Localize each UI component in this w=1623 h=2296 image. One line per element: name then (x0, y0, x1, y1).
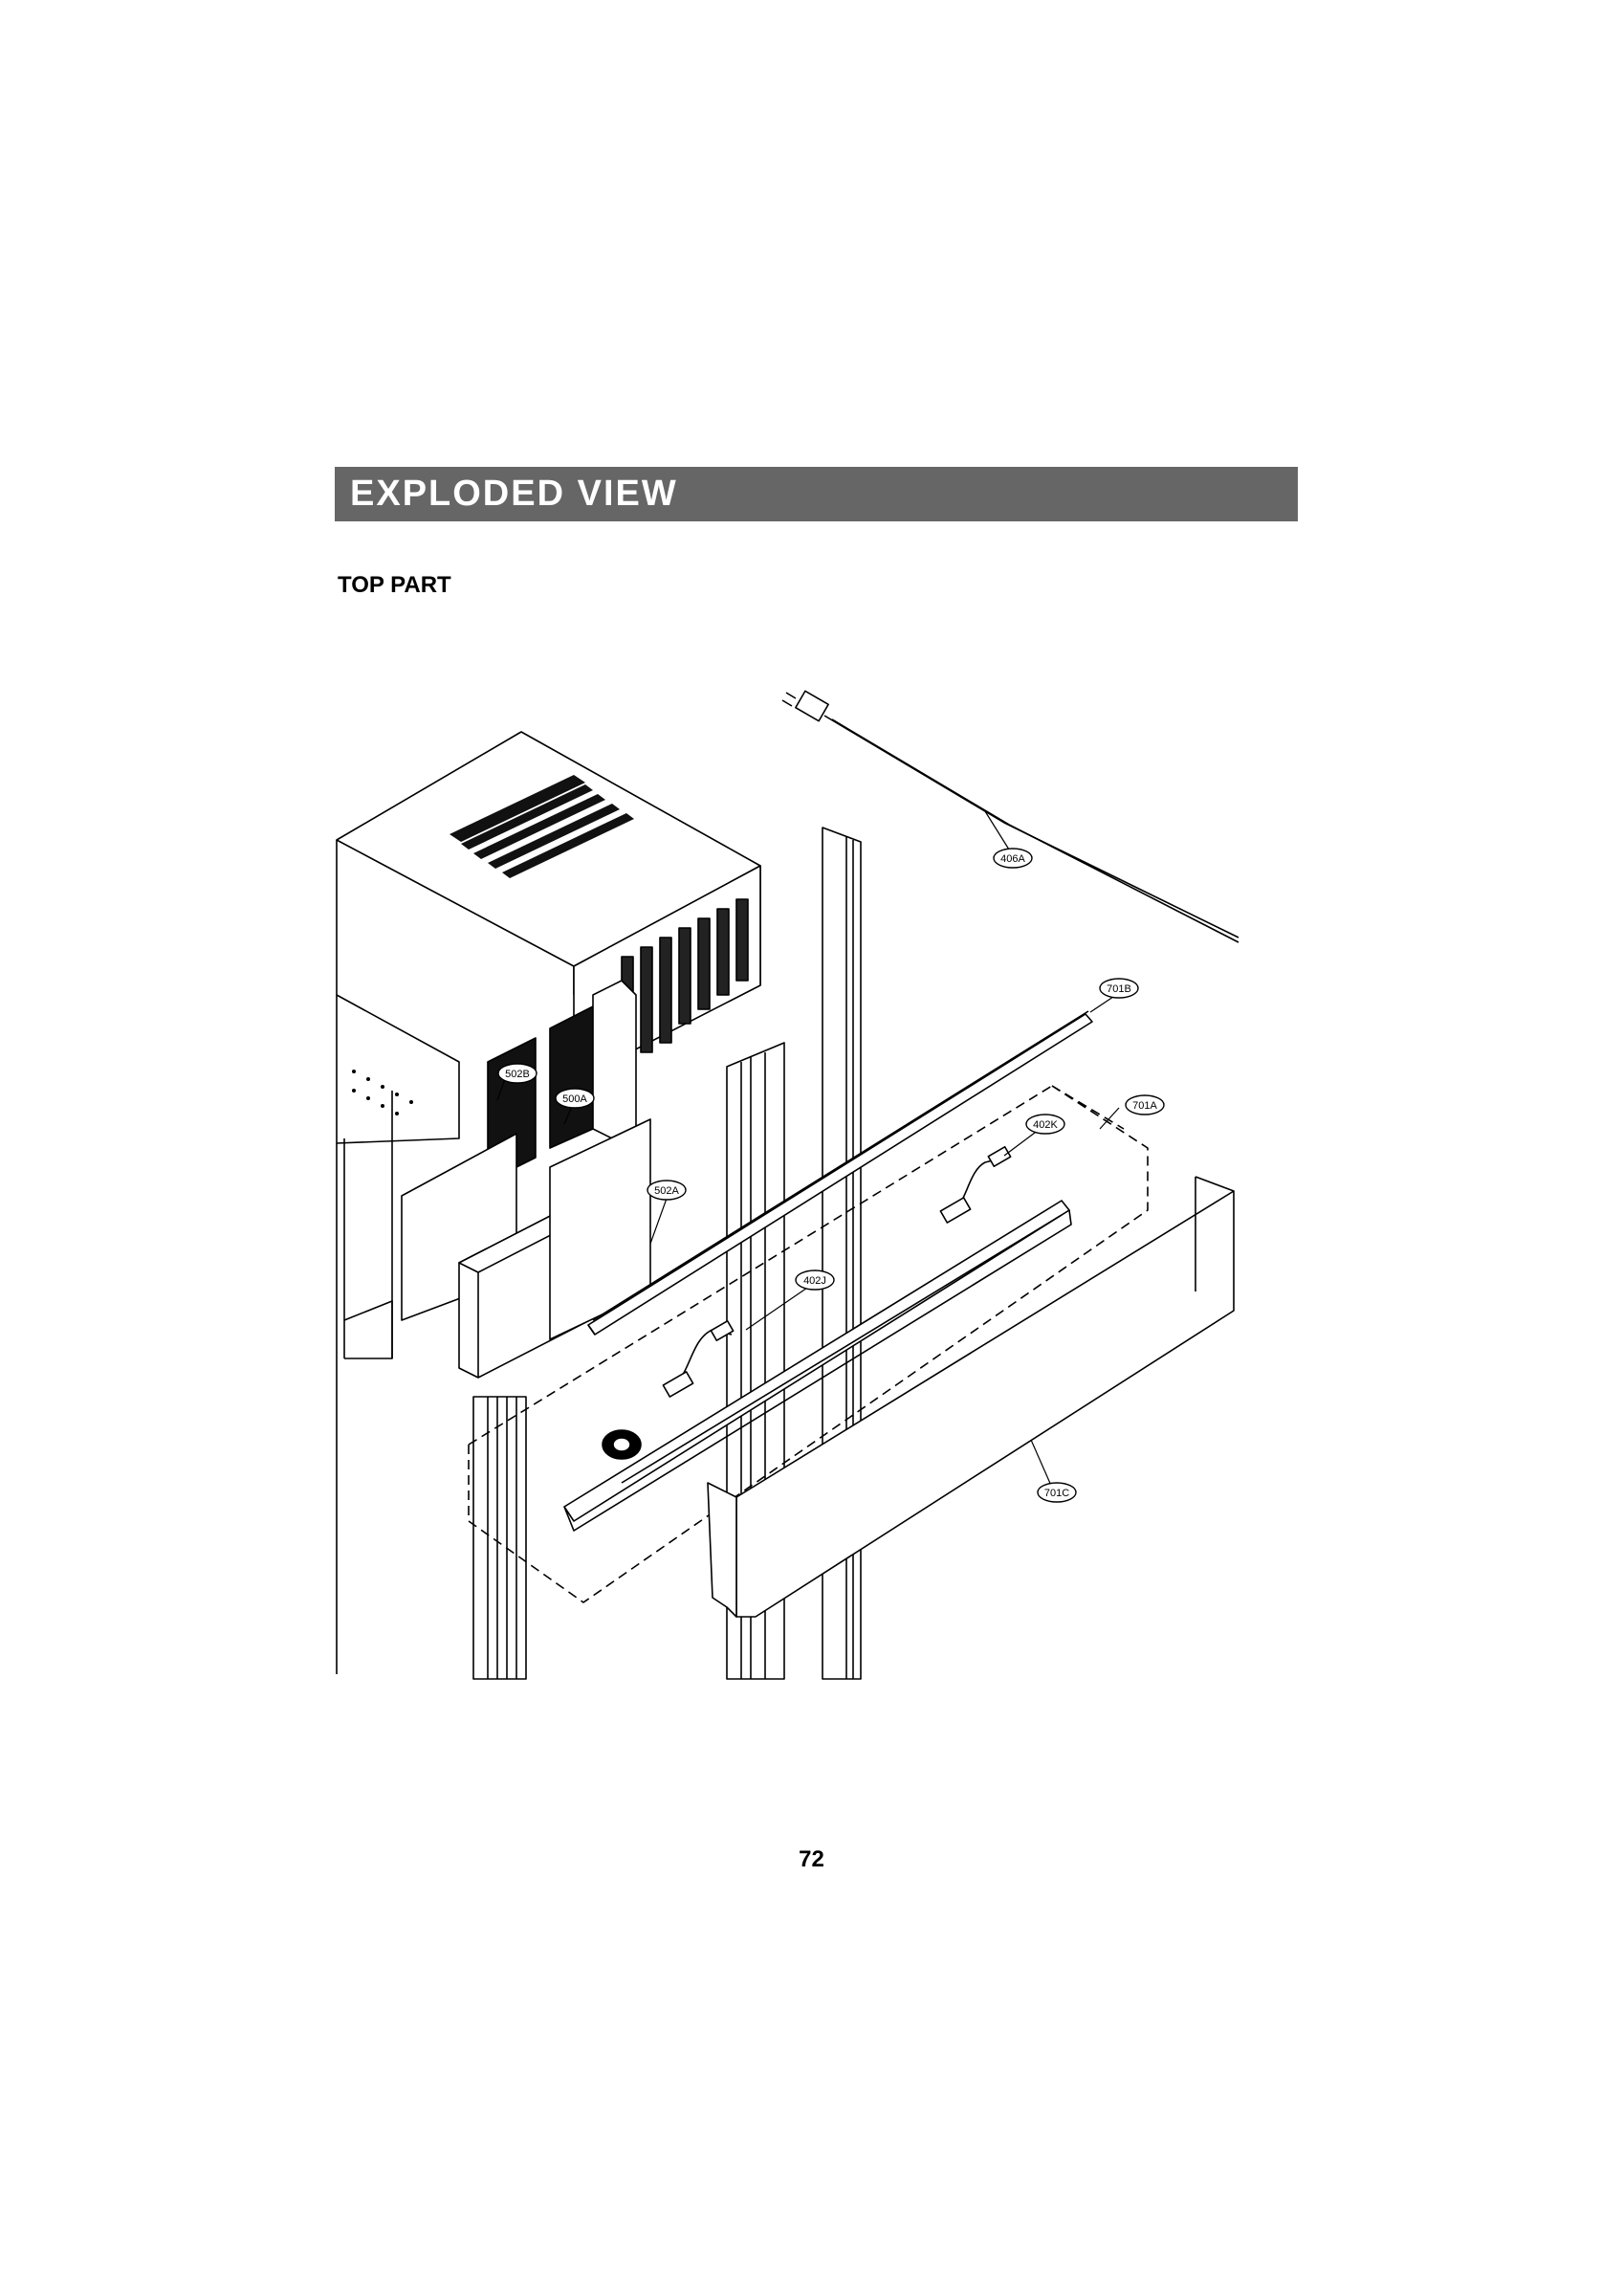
callout-leaders (496, 810, 1120, 1489)
part-402J-cable (662, 1320, 735, 1398)
callout-406A: 406A (1000, 853, 1025, 865)
part-402K-cable (939, 1146, 1012, 1224)
top-vent-slots (450, 775, 634, 878)
part-701C-front-trim (707, 1176, 1235, 1618)
inner-mounting-bracket (563, 1200, 1072, 1532)
page-title: EXPLODED VIEW (350, 474, 678, 514)
assembly-outline (468, 1085, 1149, 1603)
callout-701C: 701C (1044, 1488, 1069, 1499)
exploded-view-diagram: 406A 701B 701A 402K 502B 500A 502A 402J … (336, 690, 1239, 1680)
callout-ovals (497, 848, 1165, 1503)
part-701B-rail (587, 1010, 1093, 1336)
header-bar: EXPLODED VIEW (335, 467, 1298, 521)
cable-grommet (602, 1429, 642, 1460)
callout-502B: 502B (505, 1069, 530, 1080)
callout-701B: 701B (1107, 983, 1131, 995)
part-406A-power-cord (781, 690, 1239, 943)
part-502A-panel (458, 1118, 651, 1379)
inner-air-channels (487, 980, 637, 1182)
callout-402K: 402K (1033, 1119, 1058, 1131)
callout-500A: 500A (562, 1093, 587, 1105)
callout-502A: 502A (654, 1185, 679, 1197)
cabinet-top-panel (336, 731, 761, 995)
callout-701A: 701A (1132, 1100, 1157, 1112)
callout-402J: 402J (803, 1275, 826, 1287)
section-title: TOP PART (338, 572, 451, 598)
page-number: 72 (799, 1846, 824, 1872)
